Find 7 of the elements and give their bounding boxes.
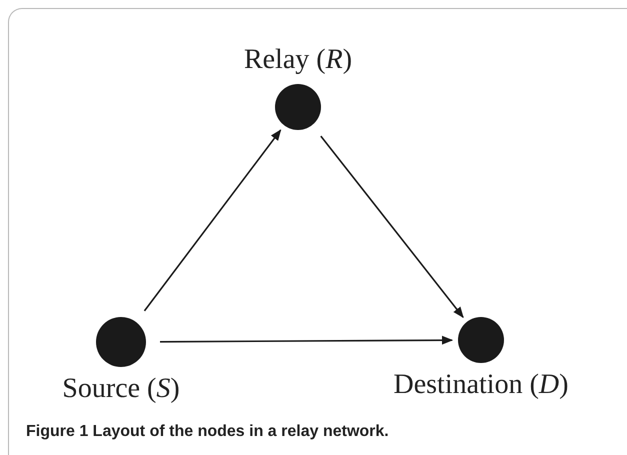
node-label: Source (S) <box>62 372 180 406</box>
figure-caption: Figure 1 Layout of the nodes in a relay network. <box>26 422 389 442</box>
arrow <box>144 129 282 312</box>
arrow <box>160 336 454 345</box>
node-label: Destination (D) <box>394 368 568 402</box>
node-label: Relay (R) <box>244 43 352 77</box>
arrow <box>320 136 464 318</box>
